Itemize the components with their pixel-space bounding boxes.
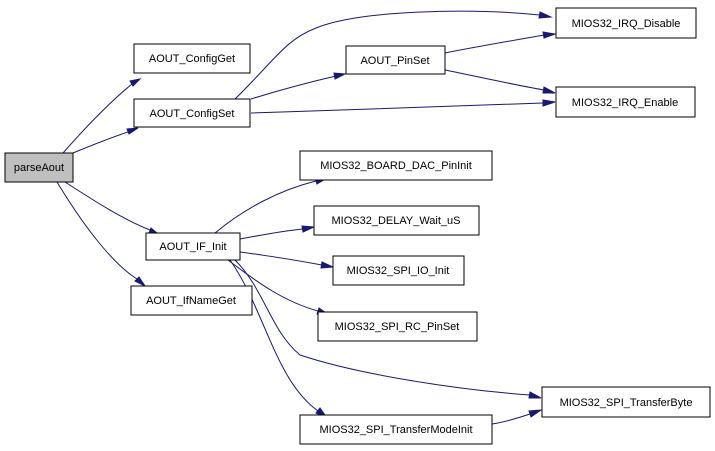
edge-parseAout-to-AOUT_ConfigGet — [62, 78, 142, 154]
node-MIOS32_BOARD_DAC_PinInit[interactable]: MIOS32_BOARD_DAC_PinInit — [299, 150, 493, 181]
edge-AOUT_IF_Init-to-MIOS32_SPI_TransferByte — [234, 259, 542, 399]
node-label-MIOS32_SPI_TransferModeInit: MIOS32_SPI_TransferModeInit — [319, 424, 472, 436]
edge-AOUT_ConfigSet-to-MIOS32_IRQ_Disable — [234, 10, 553, 100]
node-AOUT_IfNameGet[interactable]: AOUT_IfNameGet — [130, 285, 253, 316]
node-label-AOUT_PinSet: AOUT_PinSet — [360, 55, 429, 67]
edges-layer — [56, 10, 557, 425]
node-MIOS32_SPI_RC_PinSet[interactable]: MIOS32_SPI_RC_PinSet — [317, 311, 478, 342]
node-label-AOUT_ConfigGet: AOUT_ConfigGet — [149, 53, 235, 65]
node-label-MIOS32_SPI_IO_Init: MIOS32_SPI_IO_Init — [347, 265, 450, 277]
node-MIOS32_IRQ_Disable[interactable]: MIOS32_IRQ_Disable — [555, 7, 697, 39]
edge-AOUT_IF_Init-to-MIOS32_BOARD_DAC_PinInit — [214, 177, 329, 234]
node-label-AOUT_IF_Init: AOUT_IF_Init — [159, 241, 226, 253]
node-MIOS32_IRQ_Enable[interactable]: MIOS32_IRQ_Enable — [555, 86, 696, 118]
node-label-MIOS32_IRQ_Disable: MIOS32_IRQ_Disable — [572, 18, 681, 30]
edge-AOUT_ConfigSet-to-AOUT_PinSet — [250, 72, 347, 100]
node-label-parseAout: parseAout — [14, 162, 64, 174]
edge-AOUT_PinSet-to-MIOS32_IRQ_Enable — [444, 69, 556, 94]
edge-MIOS32_SPI_TransferModeInit-to-MIOS32_SPI_TransferByte — [491, 409, 543, 425]
node-label-MIOS32_IRQ_Enable: MIOS32_IRQ_Enable — [572, 97, 678, 109]
edge-AOUT_IF_Init-to-MIOS32_SPI_IO_Init — [239, 251, 335, 269]
edge-AOUT_IF_Init-to-MIOS32_SPI_TransferModeInit — [229, 259, 329, 420]
edge-parseAout-to-AOUT_ConfigSet — [72, 127, 139, 154]
node-parseAout[interactable]: parseAout — [4, 152, 74, 183]
node-MIOS32_DELAY_Wait_uS[interactable]: MIOS32_DELAY_Wait_uS — [313, 205, 480, 236]
node-label-MIOS32_SPI_RC_PinSet: MIOS32_SPI_RC_PinSet — [335, 321, 460, 333]
edge-parseAout-to-AOUT_IfNameGet — [56, 181, 147, 288]
node-label-MIOS32_DELAY_Wait_uS: MIOS32_DELAY_Wait_uS — [331, 215, 460, 227]
edge-AOUT_PinSet-to-MIOS32_IRQ_Disable — [444, 31, 557, 54]
node-label-MIOS32_SPI_TransferByte: MIOS32_SPI_TransferByte — [560, 397, 693, 409]
node-AOUT_ConfigSet[interactable]: AOUT_ConfigSet — [133, 98, 251, 128]
node-AOUT_PinSet[interactable]: AOUT_PinSet — [345, 45, 446, 75]
node-MIOS32_SPI_IO_Init[interactable]: MIOS32_SPI_IO_Init — [332, 255, 465, 286]
edge-parseAout-to-AOUT_IF_Init — [64, 181, 160, 235]
node-MIOS32_SPI_TransferByte[interactable]: MIOS32_SPI_TransferByte — [541, 386, 711, 418]
node-label-AOUT_IfNameGet: AOUT_IfNameGet — [146, 295, 236, 307]
node-AOUT_IF_Init[interactable]: AOUT_IF_Init — [145, 232, 241, 261]
nodes-layer: parseAout AOUT_ConfigGet AOUT_ConfigSet … — [4, 7, 711, 445]
edge-AOUT_ConfigSet-to-MIOS32_IRQ_Enable — [250, 99, 556, 114]
edge-AOUT_IF_Init-to-MIOS32_DELAY_Wait_uS — [239, 225, 316, 240]
node-MIOS32_SPI_TransferModeInit[interactable]: MIOS32_SPI_TransferModeInit — [299, 414, 493, 445]
node-AOUT_ConfigGet[interactable]: AOUT_ConfigGet — [133, 43, 251, 74]
node-label-AOUT_ConfigSet: AOUT_ConfigSet — [150, 108, 235, 120]
node-label-MIOS32_BOARD_DAC_PinInit: MIOS32_BOARD_DAC_PinInit — [320, 160, 472, 172]
